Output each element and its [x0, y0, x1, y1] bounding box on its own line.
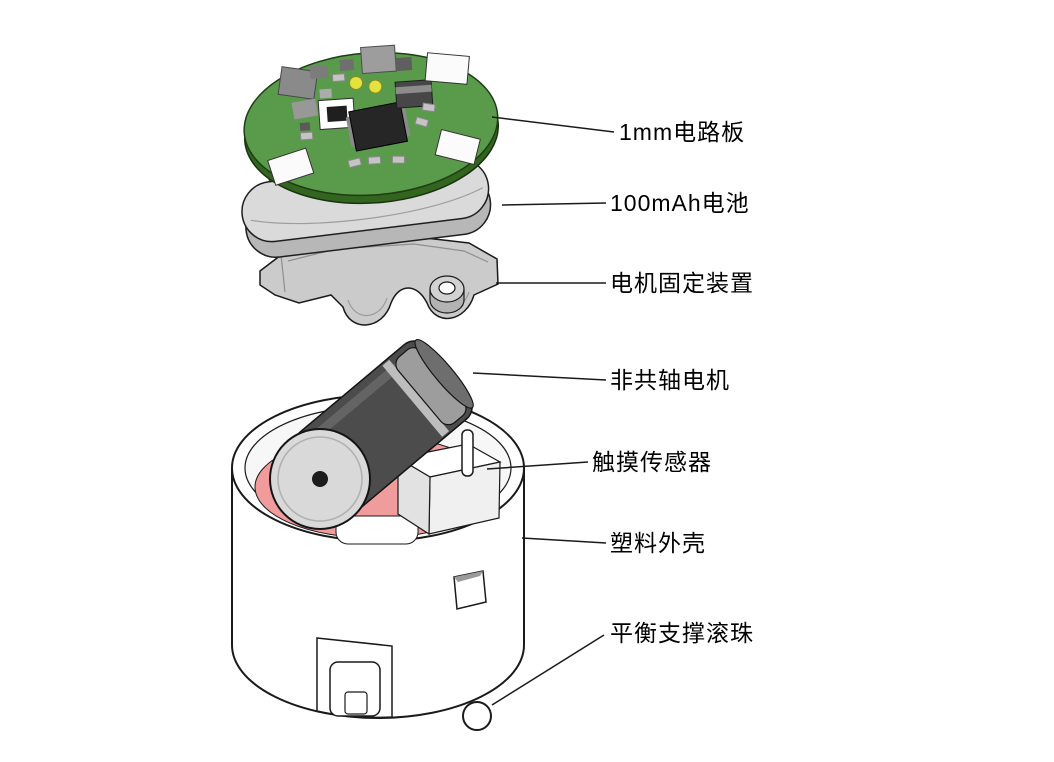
- label-motor: 非共轴电机: [610, 367, 730, 393]
- shell-side-hole: [453, 570, 487, 610]
- label-balance-ball: 平衡支撑滚珠: [610, 620, 754, 646]
- leader-lines: [472, 116, 615, 706]
- mount-screw-hole: [438, 281, 456, 295]
- label-circuit-board: 1mm电路板: [619, 119, 746, 145]
- label-battery: 100mAh电池: [610, 190, 750, 216]
- leader-line-balance-ball: [491, 634, 605, 706]
- led-icon: [349, 75, 364, 90]
- motor-shaft: [312, 471, 328, 487]
- label-touch-sensor: 触摸传感器: [592, 449, 712, 475]
- label-motor-mount: 电机固定装置: [610, 270, 754, 296]
- leader-line-plastic-shell: [521, 537, 607, 544]
- sensor-pin: [461, 429, 474, 477]
- main-chip: [345, 101, 411, 152]
- leader-line-motor: [472, 372, 607, 381]
- leader-line-circuit-board: [491, 116, 615, 133]
- leader-line-touch-sensor: [486, 461, 589, 470]
- led-icon: [368, 79, 383, 94]
- motor-part: [269, 339, 474, 530]
- motor-mount-part: [259, 236, 499, 326]
- label-plastic-shell: 塑料外壳: [610, 530, 706, 556]
- balance-ball-part: [462, 701, 492, 731]
- shell-bottom-notch: [316, 637, 393, 719]
- circuit-board-part: [243, 44, 500, 205]
- leader-line-battery: [501, 202, 607, 206]
- pcb-components: [267, 44, 481, 186]
